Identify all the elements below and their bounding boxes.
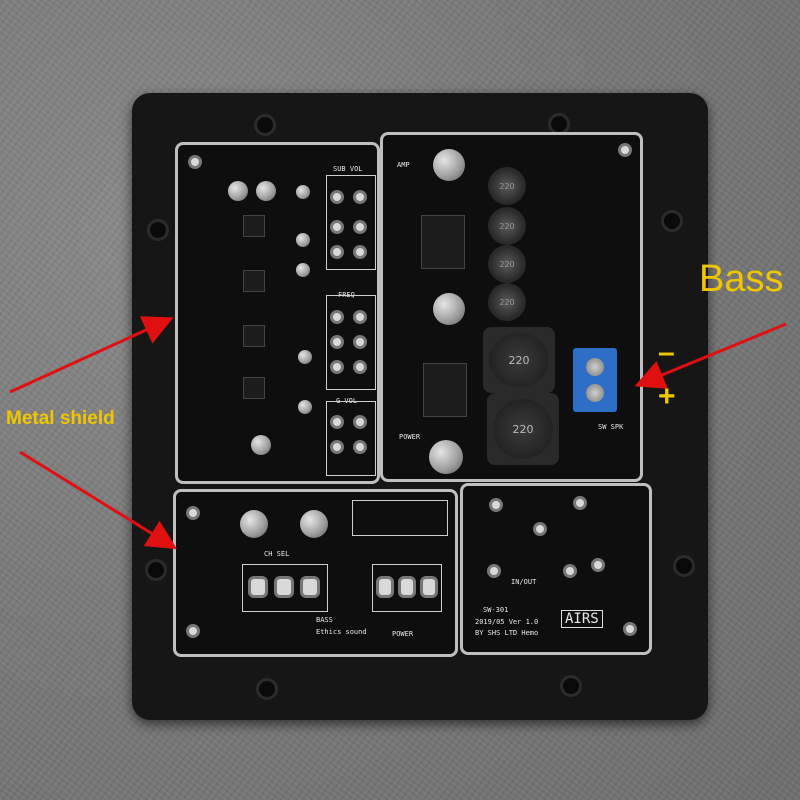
plus-sign: +: [658, 380, 676, 413]
pad: [330, 310, 344, 324]
pad: [563, 564, 577, 578]
pad: [330, 440, 344, 454]
pot-footprint: [326, 295, 376, 390]
corner-screw: [618, 143, 632, 157]
bass-silk: BASS: [316, 616, 333, 624]
capacitor: [296, 185, 310, 199]
op-amp-chip: [240, 215, 268, 237]
coil: 220: [488, 207, 526, 245]
capacitor: [296, 263, 310, 277]
capacitor: [300, 510, 328, 538]
power-inductor: 220: [487, 393, 559, 465]
capacitor: [298, 350, 312, 364]
switch-footprint: [372, 564, 442, 612]
op-amp-chip: [240, 270, 268, 292]
switch-footprint: [242, 564, 328, 612]
minus-sign: –: [658, 336, 675, 369]
pot-footprint: [326, 401, 376, 476]
pad: [353, 245, 367, 259]
op-amp-chip: [240, 325, 268, 347]
capacitor: [433, 149, 465, 181]
pad: [353, 190, 367, 204]
pad: [573, 496, 587, 510]
bass-annotation: Bass: [699, 258, 784, 300]
capacitor: [429, 440, 463, 474]
op-amp-chip: [240, 377, 268, 399]
corner-screw: [186, 506, 200, 520]
terminal-screw: [586, 384, 604, 402]
pad: [353, 440, 367, 454]
capacitor: [433, 293, 465, 325]
maker-label: BY SHS LTD Hemo: [475, 629, 539, 637]
pad: [330, 245, 344, 259]
power-board: CH SEL BASS Ethics sound POWER: [173, 489, 458, 657]
pad: [300, 576, 320, 598]
power-bottom-label: POWER: [392, 630, 414, 638]
pad: [533, 522, 547, 536]
corner-screw: [186, 624, 200, 638]
sw-spk-label: SW SPK: [598, 423, 624, 431]
pad: [330, 190, 344, 204]
pad: [353, 220, 367, 234]
pad: [353, 415, 367, 429]
preamp-board: SUB VOL FREQ G VOL: [175, 142, 380, 484]
capacitor: [240, 510, 268, 538]
mounting-hole: [661, 210, 683, 232]
in-out-label: IN/OUT: [511, 578, 537, 586]
amp-label: AMP: [397, 161, 410, 169]
pad: [330, 335, 344, 349]
io-board: IN/OUT SW-301 2019/05 Ver 1.0 BY SHS LTD…: [460, 483, 652, 655]
coil: 220: [488, 167, 526, 205]
header-footprint: [352, 500, 448, 536]
coil: 220: [488, 283, 526, 321]
amplifier-ic: [418, 215, 468, 269]
corner-screw: [188, 155, 202, 169]
brand-logo: AIRS: [561, 610, 603, 628]
pad: [353, 335, 367, 349]
mounting-hole: [560, 675, 582, 697]
sub-vol-label: SUB VOL: [333, 165, 363, 173]
capacitor: [251, 435, 271, 455]
mounting-hole: [145, 559, 167, 581]
pad: [487, 564, 501, 578]
capacitor: [298, 400, 312, 414]
pad: [489, 498, 503, 512]
capacitor: [256, 181, 276, 201]
capacitor: [296, 233, 310, 247]
capacitor: [228, 181, 248, 201]
pad: [398, 576, 416, 598]
pad: [330, 360, 344, 374]
pad: [420, 576, 438, 598]
pad: [591, 558, 605, 572]
mounting-hole: [673, 555, 695, 577]
power-label: POWER: [399, 433, 421, 441]
speaker-terminal: [573, 348, 617, 412]
metal-shield-annotation: Metal shield: [6, 408, 115, 429]
ch-sel-label: CH SEL: [264, 550, 290, 558]
coil: 220: [488, 245, 526, 283]
power-inductor: 220: [483, 327, 555, 393]
pad: [330, 220, 344, 234]
pad: [353, 360, 367, 374]
version-label: 2019/05 Ver 1.0: [475, 618, 539, 626]
model-label: SW-301: [483, 606, 509, 614]
pad: [248, 576, 268, 598]
amplifier-board: AMP POWER SW SPK 220 220 220 220 220 220: [380, 132, 643, 482]
pad: [376, 576, 394, 598]
amplifier-ic: [420, 363, 470, 417]
corner-screw: [623, 622, 637, 636]
pad: [330, 415, 344, 429]
mounting-hole: [256, 678, 278, 700]
mounting-hole: [254, 114, 276, 136]
pad: [274, 576, 294, 598]
pot-footprint: [326, 175, 376, 270]
ethics-sound-silk: Ethics sound: [316, 628, 367, 636]
mounting-hole: [147, 219, 169, 241]
pad: [353, 310, 367, 324]
terminal-screw: [586, 358, 604, 376]
